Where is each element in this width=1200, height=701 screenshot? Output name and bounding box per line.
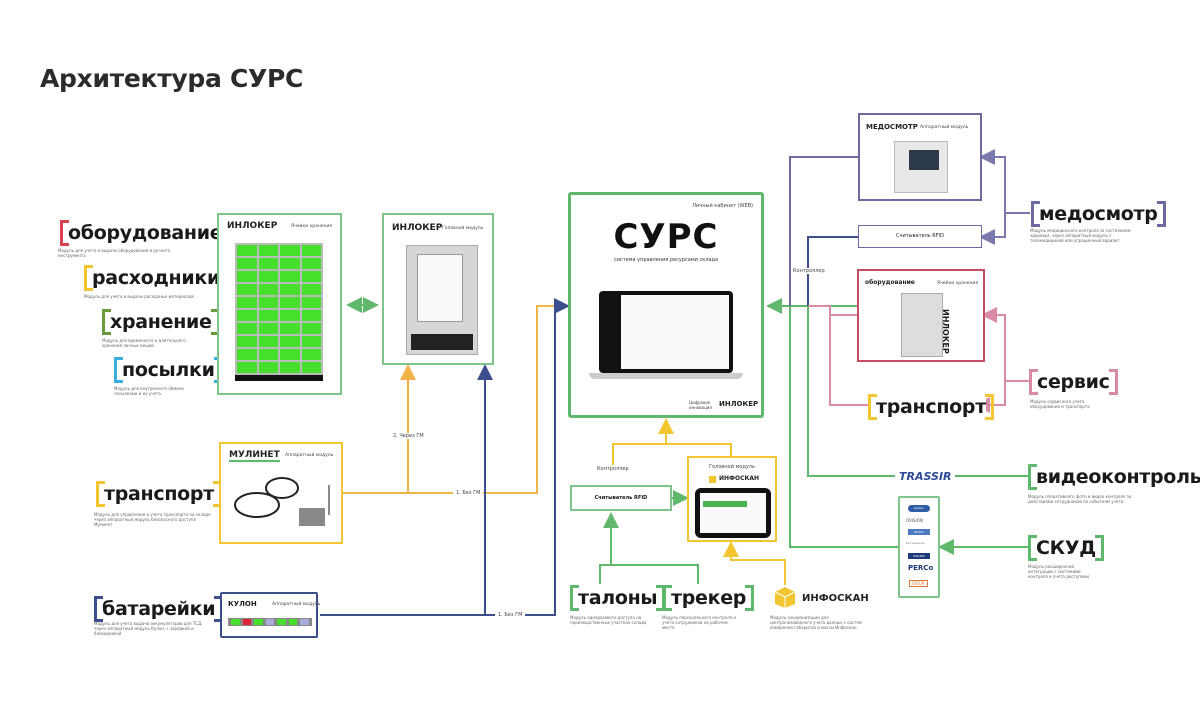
- rfid-reader-label: Считыватель RFID: [594, 495, 648, 501]
- route-label-navy-direct: 1. Без ГМ: [495, 612, 526, 618]
- route-label-yellow-direct: 1. Без ГМ: [453, 490, 484, 496]
- module-tag-tracker[interactable]: трекер: [662, 585, 755, 611]
- module-tag-skud[interactable]: СКУД: [1028, 535, 1104, 561]
- inlocker-brand: ИНЛОКЕР: [227, 221, 278, 231]
- wire-talon-rfid: [599, 512, 619, 584]
- controller-label: Контроллер: [793, 268, 825, 274]
- module-desc-videocontrol: Модуль оперативного фото и видео контрол…: [1028, 494, 1132, 504]
- inlocker-head-label: Головной модуль: [442, 226, 484, 231]
- vendor-logo-sigur: SIGUR: [909, 580, 928, 587]
- module-tag-transport-left[interactable]: транспорт: [96, 481, 222, 507]
- inlocker-cells-box[interactable]: ИНЛОКЕР Ячейки хранения: [217, 213, 342, 395]
- equipment-brand: оборудование: [865, 279, 915, 286]
- vendor-logo-rostelecom: Ростелеком: [906, 541, 925, 545]
- skud-vendors-box[interactable]: parsec OVISION BOLID Ростелеком SIGURD P…: [898, 496, 940, 598]
- module-tag-consumables[interactable]: расходники: [84, 265, 228, 291]
- surs-footer-brand: ИНЛОКЕР: [719, 400, 759, 408]
- module-tag-equipment[interactable]: оборудование: [59, 220, 231, 246]
- mulinet-label: Аппаратный модуль: [285, 453, 334, 458]
- wire-up-surs: [612, 418, 674, 465]
- equipment-locker-image: [901, 293, 943, 357]
- medosmotr-device-image: [894, 141, 948, 193]
- controller-label: Контроллер: [597, 466, 629, 472]
- inlocker-brand: ИНЛОКЕР: [392, 223, 443, 233]
- equipment-vertical-brand: ИНЛОКЕР: [941, 309, 950, 354]
- kulon-box[interactable]: КУЛОН Аппаратный модуль: [220, 592, 321, 638]
- mulinet-device-image: [234, 477, 330, 526]
- infoscan-module-brand: ИНФОСКАН: [802, 593, 869, 604]
- module-desc-talons: Модуль одноразового доступа на производс…: [570, 615, 647, 625]
- wire-navy-surs: [485, 298, 570, 616]
- rfid-reader-center[interactable]: Считыватель RFID: [570, 485, 672, 511]
- module-tag-transport-right[interactable]: транспорт: [868, 394, 994, 420]
- mulinet-box[interactable]: МУЛИНЕТ Аппаратный модуль: [219, 442, 343, 544]
- module-tag-batteries[interactable]: батарейки: [93, 596, 224, 622]
- equipment-cells-box[interactable]: оборудование Ячейки хранения ИНЛОКЕР: [857, 269, 985, 362]
- infoscan-tablet-image: [695, 488, 771, 538]
- rfid-reader-label: Считыватель RFID: [896, 233, 944, 239]
- page-title: Архитектура СУРС: [40, 64, 304, 93]
- module-desc-skud: Модуль расширенной интеграции с системам…: [1028, 564, 1089, 579]
- wire-infoscan-head: [723, 541, 786, 585]
- route-label-yellow-via: 2. Через ГМ: [393, 433, 424, 439]
- module-tag-videocontrol[interactable]: видеоконтроль: [1027, 464, 1200, 490]
- medosmotr-label: Аппаратный модуль: [920, 125, 969, 130]
- surs-logo: СУРС: [613, 217, 719, 257]
- vendor-logo-ovision: OVISION: [906, 518, 923, 523]
- module-desc-tracker: Модуль персонального контроля и учета со…: [662, 615, 736, 630]
- inlocker-cells-label: Ячейки хранения: [291, 224, 333, 229]
- head-module-image: [406, 245, 478, 355]
- surs-footer-tagline: Цифровое инновация: [689, 400, 712, 410]
- medosmotr-box[interactable]: МЕДОСМОТР Аппаратный модуль: [858, 113, 982, 201]
- vendor-logo-perco: PERCo: [908, 564, 934, 572]
- kulon-device-image: [228, 618, 312, 626]
- module-desc-consumables: Модуль для учета и выдачи расходных мате…: [84, 294, 194, 299]
- infoscan-cube-icon: [709, 476, 716, 483]
- locker-cells-image: [235, 243, 323, 375]
- module-desc-service: Модуль сервисного учета оборудования и т…: [1030, 399, 1090, 409]
- surs-web-label: Личный кабинет (WEB): [692, 203, 753, 209]
- locker-base: [235, 375, 323, 381]
- inlocker-head-box[interactable]: ИНЛОКЕР Головной модуль: [382, 213, 494, 365]
- surs-box[interactable]: Личный кабинет (WEB) СУРС система управл…: [568, 192, 764, 418]
- module-tag-talons[interactable]: талоны: [569, 585, 666, 611]
- surs-subtitle: система управления ресурсами склада: [613, 257, 719, 263]
- infoscan-brand: ИНФОСКАН: [719, 475, 760, 482]
- rfid-reader-right[interactable]: Считыватель RFID: [858, 225, 982, 248]
- mulinet-brand: МУЛИНЕТ: [229, 450, 280, 462]
- kulon-label: Аппаратный модуль: [272, 602, 321, 607]
- wire-yellow-head: [340, 364, 416, 494]
- vendor-logo-parsec: parsec: [908, 505, 930, 512]
- module-tag-parcels[interactable]: посылки: [114, 357, 223, 383]
- infoscan-head-label: Головной модуль: [709, 464, 755, 470]
- laptop-base: [589, 373, 743, 379]
- module-tag-service[interactable]: сервис: [1029, 369, 1118, 395]
- module-desc-parcels: Модуль для внутреннего обмена посылками …: [114, 386, 184, 396]
- module-desc-medosmotr: Модуль медицинского контроля за состояни…: [1030, 228, 1131, 243]
- kulon-brand: КУЛОН: [228, 600, 257, 608]
- module-desc-infoscan: Модуль синхронизации для централизованно…: [770, 615, 862, 630]
- laptop-image: [599, 291, 733, 373]
- infoscan-cube-icon: [774, 587, 796, 608]
- module-tag-storage[interactable]: хранение: [102, 309, 220, 335]
- medosmotr-brand: МЕДОСМОТР: [866, 123, 918, 131]
- vendor-logo-sigurd: SIGURD: [908, 553, 930, 559]
- module-desc-equipment: Модуль для учета и выдачи оборудования и…: [58, 248, 171, 258]
- trassir-logo: TRASSIR: [896, 470, 955, 483]
- vendor-logo-bolid: BOLID: [908, 529, 930, 535]
- equipment-cells-label: Ячейки хранения: [937, 281, 979, 286]
- module-tag-medosmotr[interactable]: медосмотр: [1031, 201, 1166, 227]
- module-desc-batteries: Модуль для учета выдачи аккумуляторов дл…: [94, 621, 203, 636]
- infoscan-head-box[interactable]: Головной модуль ИНФОСКАН: [687, 456, 777, 542]
- module-desc-transport-left: Модуль для управления и учета транспорта…: [94, 512, 211, 527]
- module-desc-storage: Модуль для временного и длительного хран…: [102, 338, 186, 348]
